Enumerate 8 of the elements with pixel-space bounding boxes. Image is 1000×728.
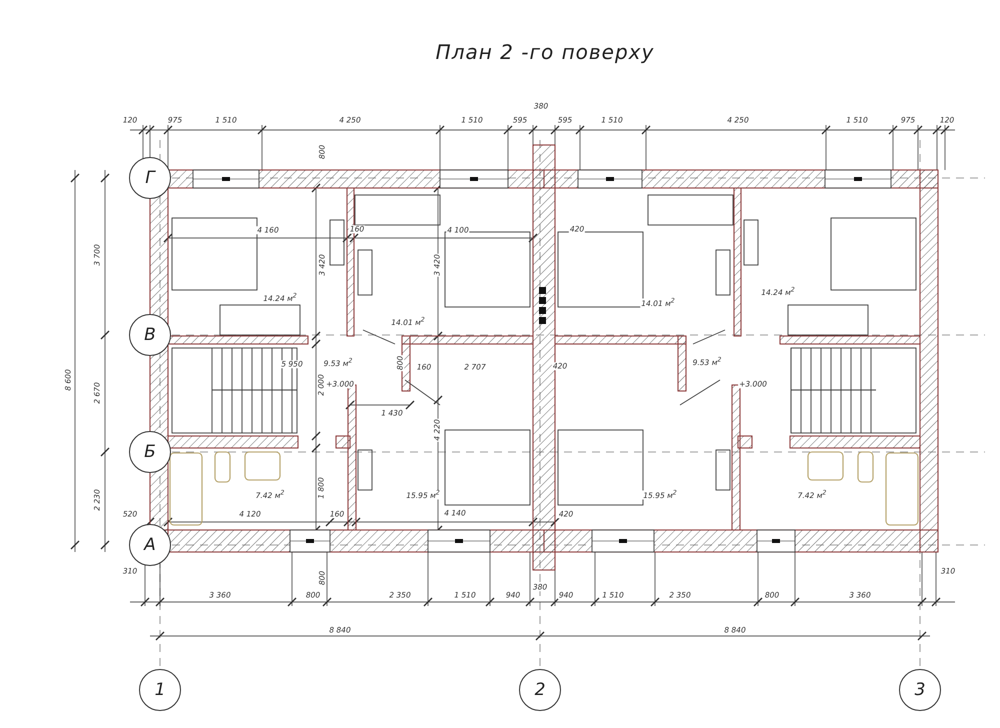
axis-marker: Г bbox=[129, 157, 171, 199]
axis-marker: А bbox=[129, 524, 171, 566]
axis-marker: 2 bbox=[519, 669, 561, 711]
axis-marker: 1 bbox=[139, 669, 181, 711]
plan-title: План 2 -го поверху bbox=[434, 40, 656, 64]
axis-marker: В bbox=[129, 314, 171, 356]
axis-marker: Б bbox=[129, 431, 171, 473]
axis-marker: 3 bbox=[899, 669, 941, 711]
